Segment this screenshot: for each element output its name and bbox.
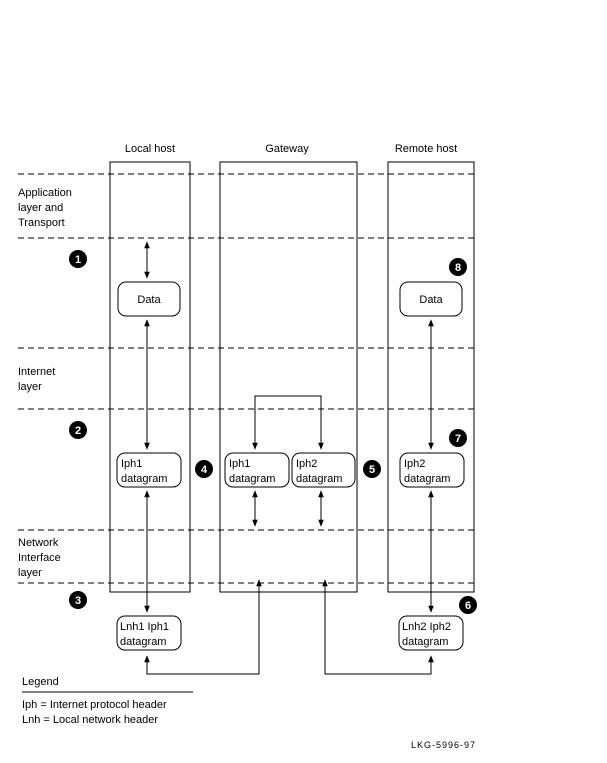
step-2-label: 2 <box>75 425 81 437</box>
step-7-label: 7 <box>455 433 461 445</box>
box-remote-data <box>399 281 463 317</box>
local-host-column <box>109 161 191 593</box>
column-header-local-host: Local host <box>125 143 175 155</box>
column-header-remote-host: Remote host <box>395 143 457 155</box>
layer-label-internet: Internet layer <box>18 366 58 393</box>
legend-item-iph: Iph = Internet protocol header <box>22 699 167 711</box>
box-gateway-iph1-label: Iph1 datagram <box>229 458 275 485</box>
step-3-marker <box>69 591 87 609</box>
step-4-marker <box>195 460 213 478</box>
layer-label-application: Application layer and Transport <box>18 187 75 229</box>
legend-title: Legend <box>22 676 59 688</box>
box-remote-iph2-label: Iph2 datagram <box>404 458 450 485</box>
arrow-local-lnh-to-gateway <box>144 579 262 675</box>
box-remote-iph2 <box>399 452 465 488</box>
step-6-marker <box>459 596 477 614</box>
arrows <box>144 241 434 675</box>
legend-item-lnh: Lnh = Local network header <box>22 714 158 726</box>
step-2-marker <box>69 421 87 439</box>
figure-id: LKG-5996-97 <box>411 740 476 750</box>
step-1-marker <box>69 250 87 268</box>
step-5-marker <box>363 460 381 478</box>
step-5-label: 5 <box>369 464 375 476</box>
step-markers: 1 2 3 4 5 6 7 8 <box>69 250 477 614</box>
box-local-iph1-label: Iph1 datagram <box>121 458 167 485</box>
step-6-label: 6 <box>465 600 471 612</box>
box-gateway-iph1 <box>224 452 290 488</box>
step-4-label: 4 <box>201 464 208 476</box>
step-8-marker <box>449 258 467 276</box>
arrow-gateway-iph-swap <box>252 395 324 450</box>
box-local-iph1 <box>116 452 182 488</box>
column-header-gateway: Gateway <box>265 143 309 155</box>
layer-separators <box>18 173 474 584</box>
step-3-label: 3 <box>75 595 81 607</box>
box-remote-data-label: Data <box>419 294 443 306</box>
step-1-label: 1 <box>75 254 81 266</box>
gateway-column <box>219 161 358 593</box>
arrow-gateway-to-remote-lnh <box>322 579 434 675</box>
step-7-marker <box>449 429 467 447</box>
layer-label-network: Network Interface layer <box>18 537 64 579</box>
box-local-data <box>117 281 181 317</box>
step-8-label: 8 <box>455 262 461 274</box>
box-gateway-iph2 <box>291 452 356 488</box>
box-local-data-label: Data <box>137 294 161 306</box>
box-gateway-iph2-label: Iph2 datagram <box>296 458 342 485</box>
